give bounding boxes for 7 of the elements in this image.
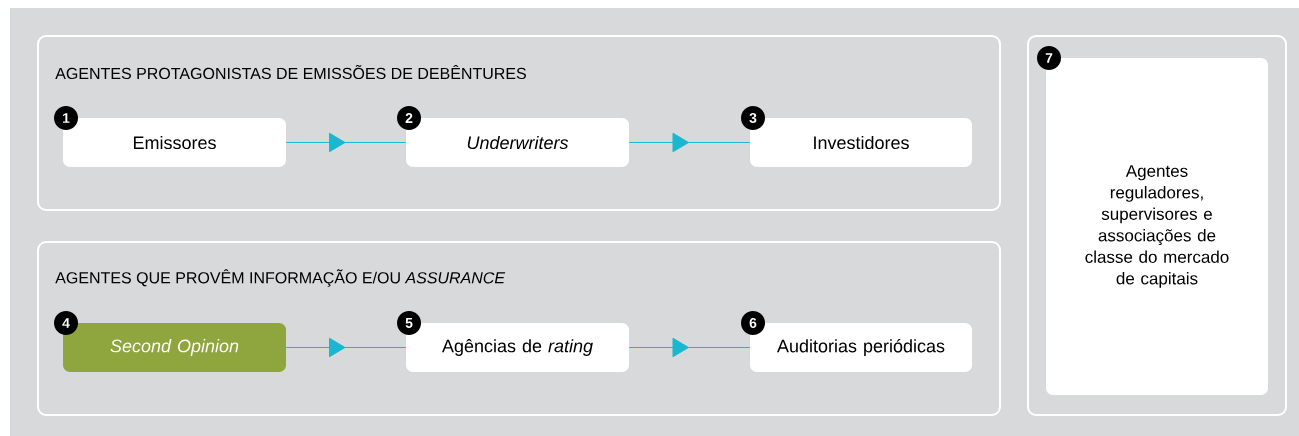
- panel-heading: AGENTES PROTAGONISTAS DE EMISSÕES DE DEBÊNTURES: [55, 64, 526, 80]
- arrow: [285, 337, 407, 358]
- arrow: [628, 337, 751, 358]
- panel-heading: AGENTES QUE PROVÊM INFORMAÇÃO E/OU ASSURANCE: [55, 269, 506, 287]
- number-badge: 1: [54, 106, 78, 130]
- arrow: [285, 132, 407, 153]
- arrow: [628, 132, 751, 153]
